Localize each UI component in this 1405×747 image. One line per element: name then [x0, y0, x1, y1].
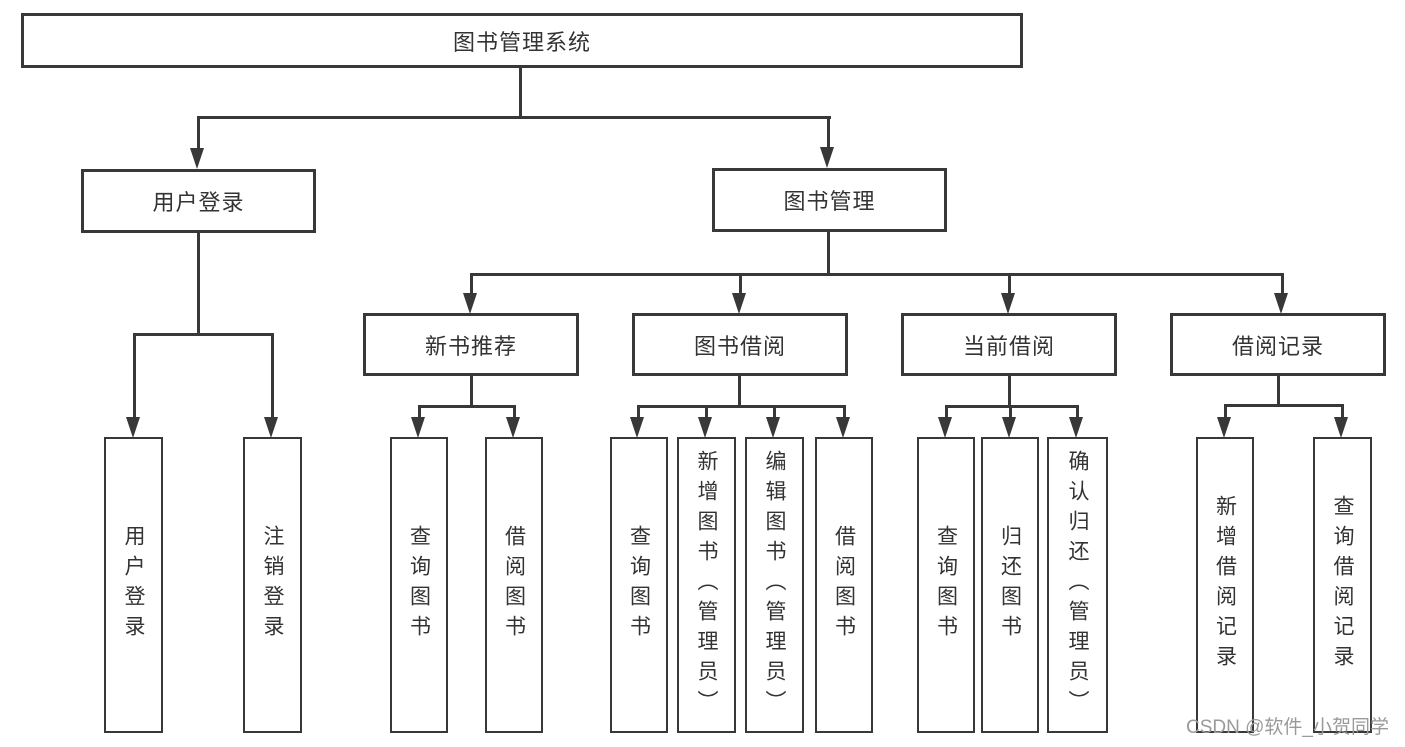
arrow-down-icon: [630, 417, 644, 438]
connector-user-login-rail: [133, 333, 274, 336]
arrow-down-icon: [1217, 417, 1231, 438]
node-borrowing-records: 借阅记录: [1170, 313, 1386, 376]
leaf-query-books-current: 查询图书: [917, 437, 975, 733]
leaf-query-borrow-record-label: 查询借阅记录: [1331, 495, 1354, 675]
connector-drop-leaf: [1341, 404, 1344, 419]
connector-drop-leaf: [705, 405, 708, 419]
leaf-borrow-books-recommend-label: 借阅图书: [502, 525, 526, 645]
leaf-query-books-current-label: 查询图书: [934, 525, 958, 645]
node-book-borrowing: 图书借阅: [632, 313, 848, 376]
connector-root-rail: [197, 116, 831, 119]
arrow-down-icon: [938, 417, 952, 438]
node-book-management: 图书管理: [712, 168, 947, 232]
leaf-user-login: 用户登录: [104, 437, 163, 733]
leaf-borrow-books-borrowing-label: 借阅图书: [832, 525, 856, 645]
arrow-down-icon: [126, 417, 140, 438]
connector-drop-leaf: [1076, 405, 1079, 419]
arrow-down-icon: [820, 147, 834, 168]
connector-drop-leaf: [773, 405, 776, 419]
leaf-add-borrow-record: 新增借阅记录: [1196, 437, 1254, 733]
leaf-edit-books-admin: 编辑图书（管理员）: [745, 437, 804, 733]
leaf-return-books: 归还图书: [981, 437, 1039, 733]
node-new-book-recommend: 新书推荐: [363, 313, 579, 376]
leaf-confirm-return-admin: 确认归还（管理员）: [1047, 437, 1108, 733]
leaf-add-borrow-record-label: 新增借阅记录: [1213, 495, 1237, 675]
node-root: 图书管理系统: [21, 13, 1023, 68]
node-book-borrowing-label: 图书借阅: [693, 333, 786, 359]
leaf-edit-books-admin-label: 编辑图书（管理员）: [763, 450, 786, 720]
connector-borrowing-records-stem: [1277, 376, 1280, 407]
node-current-borrowing-label: 当前借阅: [962, 333, 1055, 359]
node-new-book-recommend-label: 新书推荐: [424, 333, 517, 359]
connector-book-management-rail: [470, 273, 1284, 276]
arrow-down-icon: [766, 417, 780, 438]
connector-current-borrowing-rail: [945, 405, 1079, 408]
arrow-down-icon: [411, 417, 425, 438]
connector-drop-l3: [739, 273, 742, 296]
node-user-login: 用户登录: [81, 169, 316, 233]
arrow-down-icon: [1069, 417, 1083, 438]
connector-user-login-stem: [197, 233, 200, 336]
connector-borrowing-records-rail: [1224, 404, 1344, 407]
node-current-borrowing: 当前借阅: [901, 313, 1117, 376]
leaf-confirm-return-admin-label: 确认归还（管理员）: [1066, 450, 1089, 720]
leaf-borrow-books-borrowing: 借阅图书: [815, 437, 873, 733]
arrow-down-icon: [1001, 293, 1015, 314]
arrow-down-icon: [264, 417, 278, 438]
arrow-down-icon: [836, 417, 850, 438]
connector-root-stem: [519, 68, 522, 119]
connector-drop-leaf: [271, 333, 274, 419]
leaf-logout-label: 注销登录: [261, 525, 284, 645]
leaf-borrow-books-recommend: 借阅图书: [485, 437, 543, 733]
connector-drop-l3: [1281, 273, 1284, 296]
connector-drop-leaf: [1009, 405, 1012, 419]
arrow-down-icon: [463, 293, 477, 314]
connector-book-management-stem: [827, 232, 830, 276]
connector-new-book-rail: [418, 405, 516, 408]
connector-drop-user-login: [197, 116, 200, 151]
leaf-query-borrow-record: 查询借阅记录: [1313, 437, 1372, 733]
arrow-down-icon: [506, 417, 520, 438]
csdn-watermark: CSDN @软件_小贺同学: [1186, 717, 1389, 738]
connector-drop-l3: [470, 273, 473, 296]
leaf-query-books-borrowing-label: 查询图书: [627, 525, 651, 645]
connector-drop-leaf: [1224, 404, 1227, 419]
connector-drop-leaf: [418, 405, 421, 419]
leaf-query-books-recommend-label: 查询图书: [407, 525, 431, 645]
node-user-login-label: 用户登录: [152, 190, 245, 215]
leaf-query-books-borrowing: 查询图书: [610, 437, 668, 733]
connector-drop-leaf: [637, 405, 640, 419]
leaf-query-books-recommend: 查询图书: [390, 437, 448, 733]
connector-drop-leaf: [133, 333, 136, 419]
connector-drop-l3: [1008, 273, 1011, 296]
connector-book-borrowing-rail: [637, 405, 845, 408]
connector-new-book-stem: [470, 376, 473, 408]
connector-drop-leaf: [843, 405, 846, 419]
arrow-down-icon: [1002, 417, 1016, 438]
node-borrowing-records-label: 借阅记录: [1231, 333, 1324, 359]
leaf-add-books-admin: 新增图书（管理员）: [677, 437, 736, 733]
leaf-user-login-label: 用户登录: [122, 525, 145, 645]
arrow-down-icon: [1334, 417, 1348, 438]
arrow-down-icon: [190, 148, 204, 169]
connector-drop-book-management: [827, 116, 830, 150]
arrow-down-icon: [732, 293, 746, 314]
connector-book-borrowing-stem: [738, 376, 741, 408]
connector-drop-leaf: [513, 405, 516, 419]
leaf-return-books-label: 归还图书: [998, 525, 1022, 645]
leaf-logout: 注销登录: [243, 437, 302, 733]
connector-current-borrowing-stem: [1008, 376, 1011, 408]
arrow-down-icon: [1274, 293, 1288, 314]
connector-drop-leaf: [945, 405, 948, 419]
node-root-label: 图书管理系统: [452, 29, 591, 55]
node-book-management-label: 图书管理: [783, 189, 876, 214]
arrow-down-icon: [698, 417, 712, 438]
leaf-add-books-admin-label: 新增图书（管理员）: [695, 450, 718, 720]
